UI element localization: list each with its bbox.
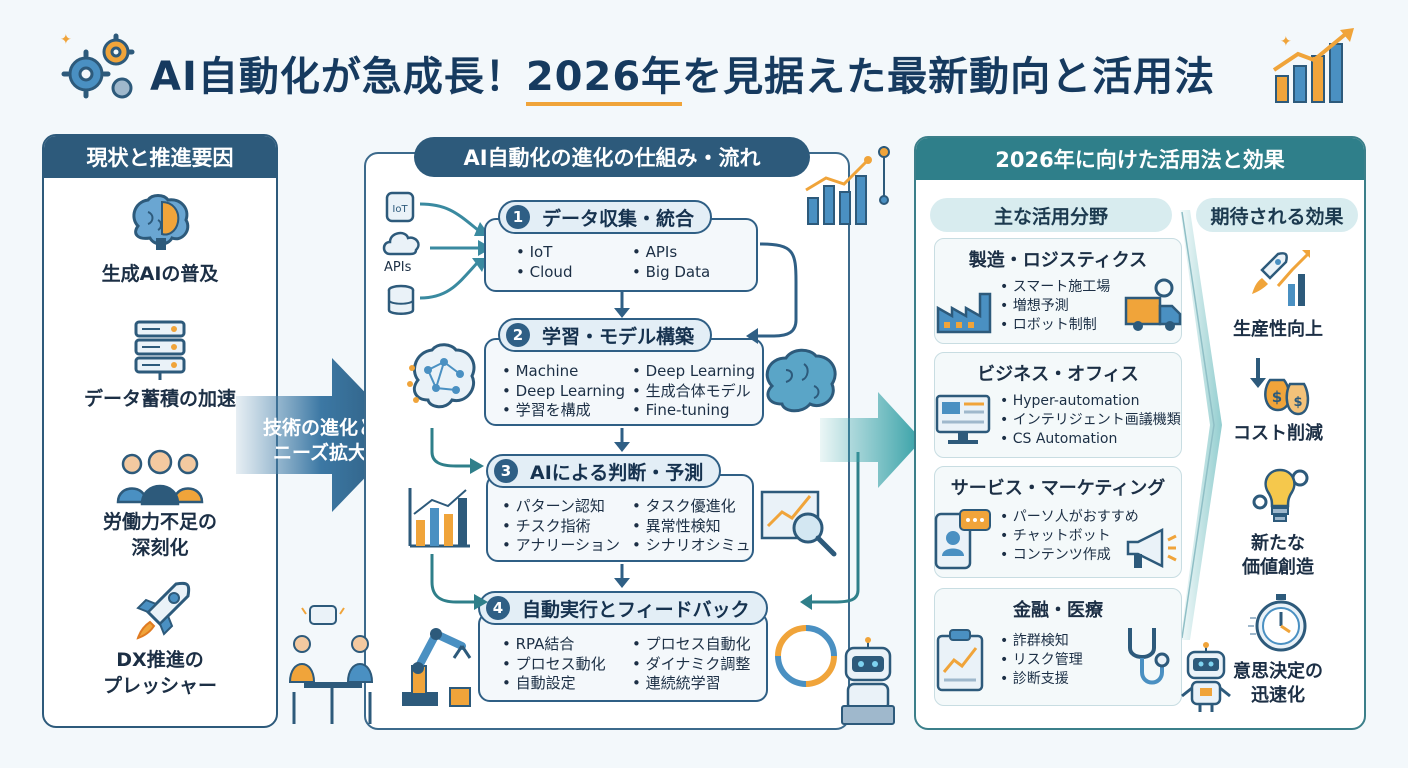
field-items: • スマート施工場• 増想予測• ロボット制制 <box>1000 279 1111 333</box>
step-3-col2: • タスク優進化• 異常性検知• シナリオシミュ <box>632 497 751 554</box>
step-4-col2: • プロセス自動化• ダイナミク調整• 連続統学習 <box>632 635 751 692</box>
apis-label: APIs <box>384 260 412 275</box>
page-title: AI自動化が急成長！2026年を見据えた最新動向と活用法 <box>150 44 1260 106</box>
lightbulb-icon <box>1252 468 1309 522</box>
field-title: サービス・マーケティング <box>950 478 1166 499</box>
effects-header: 期待される効果 <box>1196 198 1358 232</box>
robot-arm-icon <box>402 628 472 707</box>
ai-brain-icon <box>765 348 837 413</box>
factory-icon <box>936 292 992 334</box>
cycle-arrows-icon <box>775 625 837 687</box>
field-items: • Hyper-automation• インテリジェント画議機類• CS Aut… <box>1000 393 1181 447</box>
robot-icon <box>1181 642 1231 712</box>
svg-text:$: $ <box>1293 395 1302 410</box>
svg-text:$: $ <box>1272 388 1282 406</box>
step-4-col1: • RPA結合• プロセス動化• 自動設定 <box>502 635 606 692</box>
svg-text:✦: ✦ <box>1280 34 1292 50</box>
driver-label: データ蓄積の加速 <box>83 388 236 410</box>
smartphone-chat-icon <box>934 509 991 570</box>
connector-label: 技術の進化とニーズ拡大 <box>262 417 377 464</box>
field-title: ビジネス・オフィス <box>977 364 1139 385</box>
field-items: • 詐群検知• リスク管理• 診断支援 <box>1000 633 1083 687</box>
database-icon <box>387 284 415 315</box>
svg-text:IoT: IoT <box>392 204 408 215</box>
magnifier-chart-icon <box>760 490 837 557</box>
step-1-col1: • IoT• Cloud <box>516 243 573 281</box>
stethoscope-icon <box>1128 628 1170 685</box>
people-icon <box>116 449 204 506</box>
stopwatch-icon <box>1248 594 1307 652</box>
driver-label: 労働力不足の深刻化 <box>102 511 217 559</box>
chevron-arrow <box>1180 210 1222 640</box>
big-arrow-right-2 <box>820 392 922 488</box>
server-icon <box>134 320 186 380</box>
step-4-card <box>478 612 768 702</box>
robot-laptop-icon <box>841 637 895 725</box>
svg-text:✦: ✦ <box>60 32 72 48</box>
effect-label: コスト削減 <box>1233 423 1323 444</box>
title-highlight-year: 2026年 <box>525 54 683 106</box>
fields-header: 主な活用分野 <box>930 198 1172 232</box>
effect-label: 新たな価値創造 <box>1242 533 1314 579</box>
step-1-col2: • APIs• Big Data <box>632 243 711 281</box>
step-2-col2: • Deep Learning• 生成合体モデル• Fine-tuning <box>632 362 756 419</box>
driver-label: DX推進のプレッシャー <box>102 649 217 697</box>
bar-chart-icon <box>408 488 470 548</box>
flow-arrows <box>430 242 860 610</box>
flow-header: AI自動化の進化の仕組み・流れ <box>414 137 810 177</box>
drivers-header: 現状と推進要因 <box>44 136 276 178</box>
meeting-people-icon <box>288 605 374 724</box>
applications-header: 2026年に向けた活用法と効果 <box>916 138 1364 180</box>
driver-label: 生成AIの普及 <box>101 263 219 285</box>
gears-icon: ✦ <box>60 32 135 99</box>
growth-chart-icon: ✦ <box>1272 28 1354 103</box>
step-2-card <box>484 338 764 426</box>
rocket-growth-icon <box>1252 250 1310 306</box>
money-bag-icon: $ $ <box>1250 358 1310 416</box>
truck-icon <box>1124 278 1182 331</box>
monitor-icon <box>935 394 991 444</box>
neural-network-icon <box>407 343 476 409</box>
cloud-icon <box>382 231 420 256</box>
field-items: • パーソ人がおすすめ• チャットボット• コンテンツ作成 <box>1000 509 1139 563</box>
analytics-icon <box>805 146 890 225</box>
field-title: 製造・ロジスティクス <box>968 250 1148 271</box>
megaphone-icon <box>1126 527 1177 569</box>
clipboard-chart-icon <box>936 629 984 692</box>
step-3-col1: • パターン認知• チスク指術• アナリーション <box>502 497 621 554</box>
field-title: 金融・医療 <box>1013 600 1103 621</box>
rocket-icon <box>136 581 191 640</box>
effect-label: 生産性向上 <box>1233 319 1323 340</box>
effect-label: 意思決定の迅速化 <box>1233 661 1323 707</box>
brain-icon <box>132 194 190 250</box>
iot-chip-icon: IoT <box>385 191 415 223</box>
step-2-col1: • Machine• Deep Learning• 学習を構成 <box>502 362 626 419</box>
big-arrow-right <box>236 358 406 512</box>
